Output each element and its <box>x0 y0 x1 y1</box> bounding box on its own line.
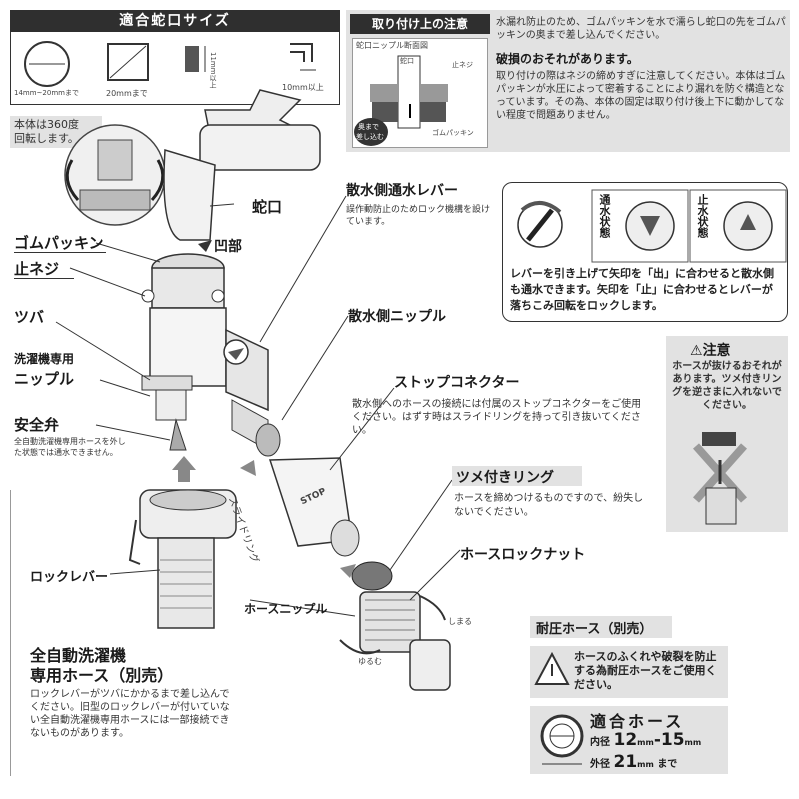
fit-hose-outer: 外径 21mm まで <box>590 752 677 772</box>
faucet-size-title: 適合蛇口サイズ <box>10 10 340 32</box>
tighten-label: しまる <box>448 617 472 626</box>
claw-ring-note: ホースを締めつけるものですので、紛失しないでください。 <box>454 493 644 518</box>
pressure-hose-title: 耐圧ホース（別売） <box>536 622 653 637</box>
pressure-hose-warn: ホースのふくれや破裂を防止する為耐圧ホースをご使用ください。 <box>574 650 717 691</box>
caution-title: ⚠注意 <box>690 340 731 360</box>
inner-label: 内径 <box>590 737 610 748</box>
pressure-hose-warn-box <box>530 646 728 698</box>
outer-unit: mm <box>637 760 654 769</box>
spray-nipple-label: 散水側ニップル <box>348 309 446 325</box>
spout-dim-label: 10mm以上 <box>282 83 324 92</box>
gasket-label: ゴムパッキン <box>14 234 104 252</box>
outer-value: 21 <box>613 752 638 772</box>
hose-nipple-label: ホースニップル <box>244 602 328 616</box>
gasket-underline <box>14 252 106 253</box>
rotate-note-line2: 回転します。 <box>14 132 79 145</box>
fit-hose-inner: 内径 12mm-15mm <box>590 730 701 750</box>
stop-connector-note: 散水側へのホースの接続には付属のストップコネクターをご使用ください。はずす時はス… <box>352 399 642 436</box>
diagram-gasket-label: ゴムパッキン <box>432 129 474 137</box>
lever-box-body: レバーを引き上げて矢印を「出」に合わせると散水側も通水できます。矢印を「止」に合… <box>510 267 774 312</box>
square-suffix: まで <box>131 89 148 98</box>
caution-title-text: 注意 <box>702 343 731 359</box>
height-dim-label: 11mm以上 <box>209 52 217 89</box>
inner-value2: -15 <box>653 730 685 750</box>
caution-triangle-icon: ⚠ <box>690 343 703 359</box>
hose-lock-nut-label: ホースロックナット <box>460 547 586 563</box>
lever-note: 誤作動防止のためロック機構を設けています。 <box>346 205 491 227</box>
safety-valve-label: 安全弁 <box>14 416 60 434</box>
square-size: 20mm <box>106 89 132 98</box>
square-size-label: 20mmまで <box>106 88 148 99</box>
lever-open-label: 通水状態 <box>598 194 611 238</box>
washer-hose-panel <box>10 490 230 776</box>
insert-badge-line2: 差し込む <box>356 133 384 141</box>
install-caution-body: 水漏れ防止のため、ゴムパッキンを水で濡らし蛇口の先をゴムパッキンの奥まで差し込ん… <box>496 17 786 41</box>
safety-valve-note: 全自動洗濯機専用ホースを外した状態では通水できません。 <box>14 437 126 457</box>
inner-value: 12 <box>613 730 638 750</box>
install-diagram-title: 蛇口ニップル断面図 <box>356 41 428 50</box>
install-warn-title: 破損のおそれがあります。 <box>496 52 639 66</box>
install-warn-body: 取り付けの際はネジの締めすぎに注意してください。本体はゴムパッキンが水圧によって… <box>496 71 786 121</box>
claw-ring-label: ツメ付きリング <box>456 470 554 486</box>
round-suffix: まで <box>64 89 79 97</box>
claw-ring-title-bg <box>452 466 582 486</box>
flange-label: ツバ <box>14 308 45 326</box>
install-caution-title: 取り付け上の注意 <box>350 14 490 34</box>
lock-lever-label: ロックレバー <box>30 570 109 585</box>
washer-hose-title-1: 全自動洗濯機 <box>30 646 127 665</box>
insert-badge-line1: 奥まで <box>358 123 379 131</box>
washer-nipple-label-2: ニップル <box>14 370 75 388</box>
pressure-hose-title-bg <box>530 616 672 638</box>
diagram-faucet-label: 蛇口 <box>400 57 414 65</box>
recess-label: 凹部 <box>214 239 242 255</box>
outer-suffix: まで <box>657 759 678 770</box>
lever-title: 散水側通水レバー <box>346 183 458 199</box>
stop-connector-label: ストップコネクター <box>394 375 520 391</box>
fit-hose-title: 適合ホース <box>590 712 685 731</box>
inner-unit: mm <box>637 738 654 747</box>
inner-unit2: mm <box>684 738 702 747</box>
lever-state-box <box>502 182 788 322</box>
washer-nipple-label-1: 洗濯機専用 <box>14 352 75 366</box>
round-size-label: 14mm~20mmまで <box>14 88 79 98</box>
stop-screw-underline <box>14 278 74 279</box>
lever-stop-label: 止水状態 <box>696 194 709 238</box>
loosen-label: ゆるむ <box>358 657 382 666</box>
washer-hose-note: ロックレバーがツバにかかるまで差し込んでください。旧型のロックレバーが付いていな… <box>30 689 230 739</box>
rotate-note-line1: 本体は360度 <box>14 118 79 131</box>
round-range: 14mm~20mm <box>14 89 65 97</box>
washer-hose-title-2: 専用ホース（別売） <box>30 666 174 685</box>
diagram-stop-label: 止ネジ <box>452 61 473 69</box>
faucet-label: 蛇口 <box>252 198 283 216</box>
insert-badge <box>354 118 388 146</box>
outer-label: 外径 <box>590 759 610 770</box>
stop-screw-label: 止ネジ <box>14 260 60 278</box>
caution-body: ホースが抜けるおそれがあります。ツメ付きリングを逆さまに入れないでください。 <box>672 361 782 411</box>
